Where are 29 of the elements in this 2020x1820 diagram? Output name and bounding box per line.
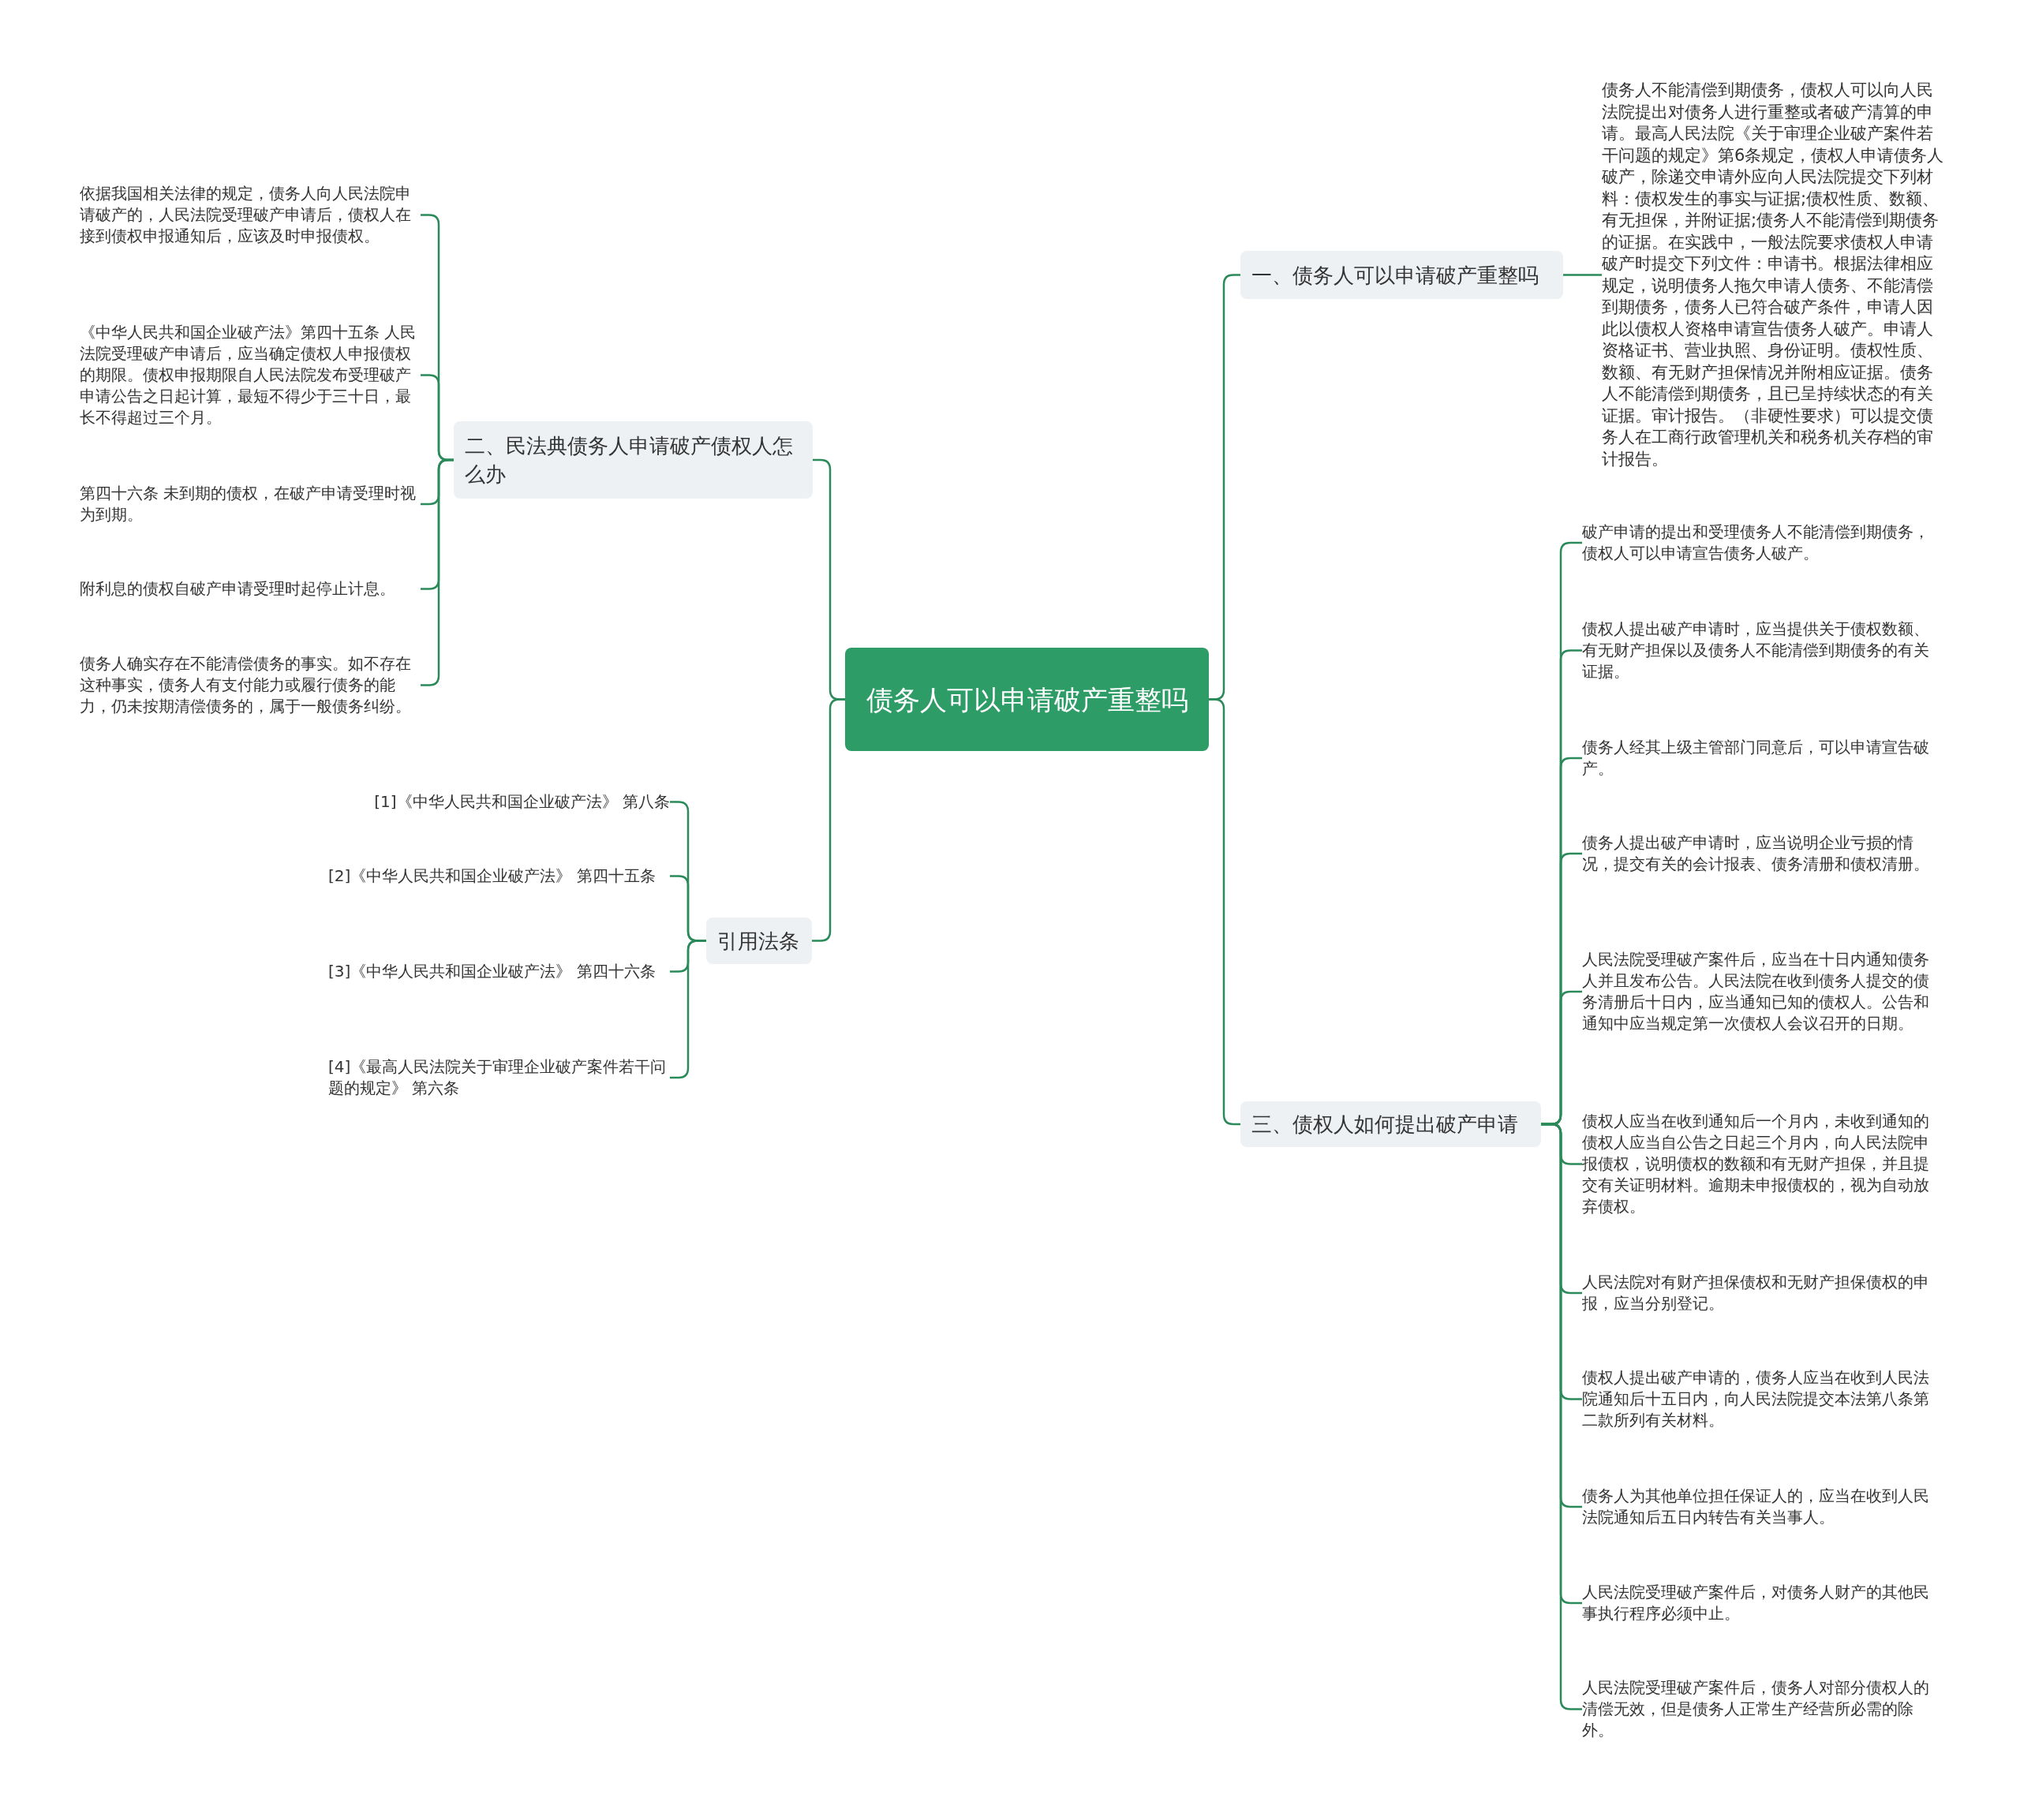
subtopic-text: 债权人提出破产申请的，债务人应当在收到人民法院通知后十五日内，向人民法院提交本法第八条第二款所列有关材料。 <box>1582 1367 1929 1431</box>
subtopic-text: [4]《最高人民法院关于审理企业破产案件若干问题的规定》 第六条 <box>328 1056 670 1099</box>
subtopic-text: 债务人提出破产申请时，应当说明企业亏损的情况，提交有关的会计报表、债务清册和债权清册。 <box>1582 832 1929 875</box>
branch-topic: 三、债权人如何提出破产申请 <box>1240 1101 1541 1147</box>
connector-line <box>1209 698 1240 1126</box>
subtopic-text: 人民法院受理破产案件后，债务人对部分债权人的清偿无效，但是债务人正常生产经营所必需的除外。 <box>1582 1677 1929 1741</box>
subtopic-text: 债权人应当在收到通知后一个月内，未收到通知的债权人应当自公告之日起三个月内，向人民法院申报债权，说明债权的数额和有无财产担保，并且提交有关证明材料。逾期未申报债权的，视为自动放弃债权。 <box>1582 1111 1929 1217</box>
branch-topic: 二、民法典债务人申请破产债权人怎么办 <box>454 421 813 499</box>
subtopic-text: 债务人为其他单位担任保证人的，应当在收到人民法院通知后五日内转告有关当事人。 <box>1582 1486 1929 1528</box>
subtopic-text: 债务人不能清偿到期债务，债权人可以向人民法院提出对债务人进行重整或者破产清算的申请。最高人民法院《关于审理企业破产案件若干问题的规定》第6条规定，债权人申请债务人破产，除递交申请外应向人民法院提交下列材料：债权发生的事实与证据;债权性质、数额、有无担保，并附证据;债务人不能清偿到期债务的证据。在实践中，一般法院要求债权人申请破产时提交下列文件：申请书。根据法律相应规定，说明债务人拖欠申请人债务、不能清偿到期债务，债务人已符合破产条件，申请人因此以债权人资格申请宣告债务人破产。申请人资格证书、营业执照、身份证明。债权性质、数额、有无财产担保情况并附相应证据。债务人不能清偿到期债务，且已呈持续状态的有关证据。审计报告。（非硬性要求）可以提交债务人在工商行政管理机关和税务机关存档的审计报告。 <box>1602 80 1946 470</box>
subtopic-text: 第四十六条 未到期的债权，在破产申请受理时视为到期。 <box>80 483 421 525</box>
subtopic-text: 人民法院受理破产案件后，应当在十日内通知债务人并且发布公告。人民法院在收到债务人提交的债务清册后十日内，应当通知已知的债权人。公告和通知中应当规定第一次债权人会议召开的日期。 <box>1582 949 1929 1034</box>
connector-line <box>812 698 845 942</box>
subtopic-text: 人民法院受理破产案件后，对债务人财产的其他民事执行程序必须中止。 <box>1582 1582 1929 1624</box>
subtopic-text: [1]《中华人民共和国企业破产法》 第八条 <box>339 791 670 813</box>
subtopic-text: 依据我国相关法律的规定，债务人向人民法院申请破产的，人民法院受理破产申请后，债权人在接到债权申报通知后，应该及时申报债权。 <box>80 183 421 247</box>
subtopic-text: 破产申请的提出和受理债务人不能清偿到期债务，债权人可以申请宣告债务人破产。 <box>1582 521 1929 564</box>
subtopic-text: 债务人经其上级主管部门同意后，可以申请宣告破产。 <box>1582 737 1929 779</box>
subtopic-text: 《中华人民共和国企业破产法》第四十五条 人民法院受理破产申请后，应当确定债权人申报债权的期限。债权申报期限自人民法院发布受理破产申请公告之日起计算，最短不得少于三十日，最长不得超过三个月。 <box>80 322 421 428</box>
subtopic-text: 附利息的债权自破产申请受理时起停止计息。 <box>80 578 421 600</box>
branch-topic: 引用法条 <box>706 917 812 964</box>
subtopic-text: 人民法院对有财产担保债权和无财产担保债权的申报，应当分别登记。 <box>1582 1272 1929 1314</box>
subtopic-text: 债务人确实存在不能清偿债务的事实。如不存在这种事实，债务人有支付能力或履行债务的能力，仍未按期清偿债务的，属于一般债务纠纷。 <box>80 653 421 717</box>
subtopic-text: 债权人提出破产申请时，应当提供关于债权数额、有无财产担保以及债务人不能清偿到期债务的有关证据。 <box>1582 619 1929 682</box>
subtopic-text: [3]《中华人民共和国企业破产法》 第四十六条 <box>328 961 670 982</box>
subtopic-text: [2]《中华人民共和国企业破产法》 第四十五条 <box>328 865 670 887</box>
connector-line <box>1563 274 1602 276</box>
branch-topic: 一、债务人可以申请破产重整吗 <box>1240 251 1563 299</box>
central-topic: 债务人可以申请破产重整吗 <box>845 648 1209 751</box>
